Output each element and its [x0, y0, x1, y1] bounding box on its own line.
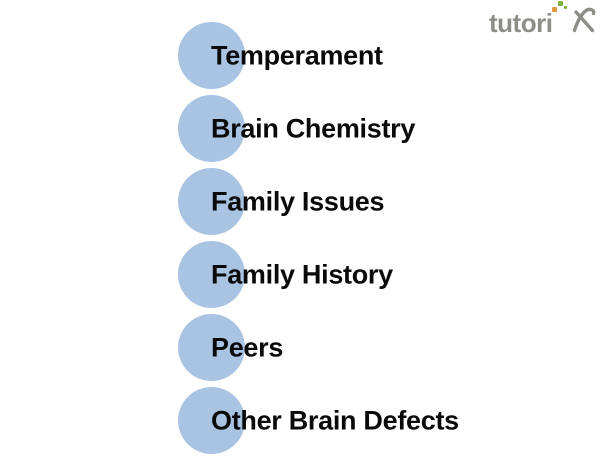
list-item: Family Issues: [178, 168, 478, 235]
item-label: Family Issues: [211, 186, 385, 216]
factor-list: Temperament Brain Chemistry Family Issue…: [178, 22, 478, 460]
bullet-circle: [178, 241, 245, 308]
item-label: Other Brain Defects: [211, 405, 459, 435]
list-item: Peers: [178, 314, 478, 381]
bullet-circle: [178, 387, 245, 454]
logo-dot-green-small: [564, 6, 567, 9]
item-label: Peers: [211, 332, 284, 362]
logo-text: tutori: [489, 8, 553, 38]
tutorix-logo: tutori: [489, 0, 597, 45]
list-item: Brain Chemistry: [178, 95, 478, 162]
list-item: Family History: [178, 241, 478, 308]
bullet-circle: [178, 95, 245, 162]
bullet-circle: [178, 314, 245, 381]
list-item: Other Brain Defects: [178, 387, 478, 454]
list-item: Temperament: [178, 22, 478, 89]
logo-dot-green: [558, 1, 563, 6]
item-label: Family History: [211, 259, 393, 289]
bullet-circle: [178, 168, 245, 235]
bullet-circle: [178, 22, 245, 89]
item-label: Temperament: [211, 40, 383, 70]
logo-dot-orange: [552, 7, 557, 12]
logo-x-icon: [572, 7, 596, 33]
item-label: Brain Chemistry: [211, 113, 416, 143]
